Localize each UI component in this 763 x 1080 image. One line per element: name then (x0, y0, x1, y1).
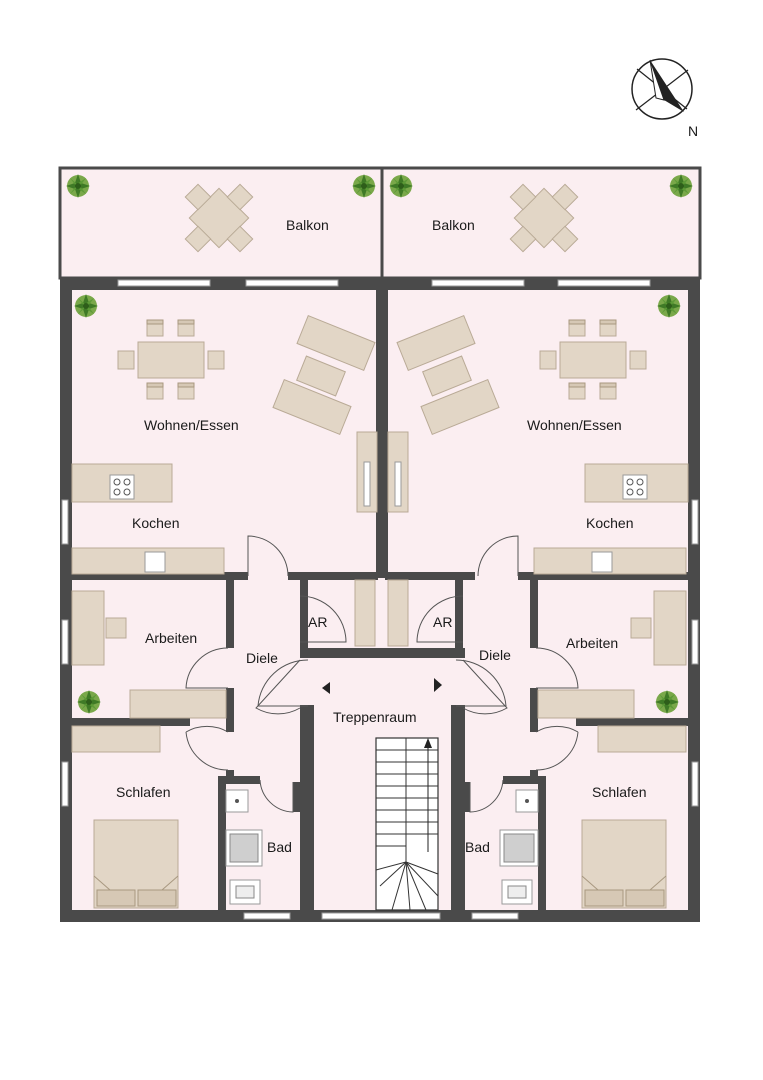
bad-left: Bad (225, 789, 292, 905)
desk (71, 590, 105, 666)
room-label-kochen: Kochen (586, 515, 633, 531)
compass-icon: N (631, 58, 698, 139)
wardrobe (71, 725, 161, 753)
sink-icon (144, 551, 166, 573)
dining-set (117, 319, 225, 400)
shelf (129, 689, 227, 719)
ar-right: AR (433, 614, 452, 630)
room-label-bad: Bad (465, 839, 490, 855)
kitchen-island (584, 463, 689, 503)
balcony-left: Balkon (58, 166, 384, 280)
double-bed (581, 819, 667, 909)
living-right: Wohnen/Essen Kochen (387, 294, 689, 575)
arrow-right-icon (434, 678, 442, 692)
stairwell: Treppenraum (257, 659, 507, 911)
kitchen-island (71, 463, 173, 503)
arbeiten-left: Arbeiten (71, 590, 227, 719)
balcony-table-set (509, 183, 579, 253)
living-left: Wohnen/Essen Kochen (71, 294, 378, 575)
sliding-door (356, 431, 378, 513)
room-label-schlafen: Schlafen (592, 784, 646, 800)
walls (60, 278, 700, 922)
room-label-bad: Bad (267, 839, 292, 855)
room-label-balkon: Balkon (432, 217, 475, 233)
compass-north-label: N (688, 123, 698, 139)
arbeiten-right: Arbeiten (537, 590, 687, 719)
desk (653, 590, 687, 666)
room-label-wohnen: Wohnen/Essen (144, 417, 239, 433)
room-label-treppenraum: Treppenraum (333, 709, 417, 725)
schlafen-left: Schlafen (71, 725, 179, 909)
double-bed (93, 819, 179, 909)
room-label-ar: AR (308, 614, 327, 630)
windows (61, 279, 699, 920)
sink-icon (591, 551, 613, 573)
doors-right (416, 535, 579, 813)
room-label-balkon: Balkon (286, 217, 329, 233)
wardrobe (597, 725, 687, 753)
room-label-schlafen: Schlafen (116, 784, 170, 800)
stair-direction-icon (424, 738, 432, 748)
arrow-left-icon (322, 682, 330, 694)
cooktop-icon (622, 474, 648, 500)
room-label-diele: Diele (246, 650, 278, 666)
room-label-diele: Diele (479, 647, 511, 663)
schlafen-right: Schlafen (581, 725, 687, 909)
sofa-set (272, 314, 376, 436)
dining-set (539, 319, 647, 400)
room-label-wohnen: Wohnen/Essen (527, 417, 622, 433)
kitchen-counter (533, 547, 687, 575)
cooktop-icon (109, 474, 135, 500)
bad-right: Bad (465, 789, 539, 905)
balcony-right: Balkon (380, 166, 702, 280)
sliding-door (387, 431, 409, 513)
shelf (537, 689, 635, 719)
sofa-set (396, 314, 500, 436)
kitchen-counter (71, 547, 225, 575)
doors-left (185, 535, 347, 813)
desk-chair (105, 617, 127, 639)
room-label-kochen: Kochen (132, 515, 179, 531)
room-label-arbeiten: Arbeiten (566, 635, 618, 651)
balcony-table-set (184, 183, 254, 253)
room-label-ar: AR (433, 614, 452, 630)
desk-chair (630, 617, 652, 639)
staircase (375, 737, 439, 911)
room-label-arbeiten: Arbeiten (145, 630, 197, 646)
ar-left: AR (308, 614, 327, 630)
